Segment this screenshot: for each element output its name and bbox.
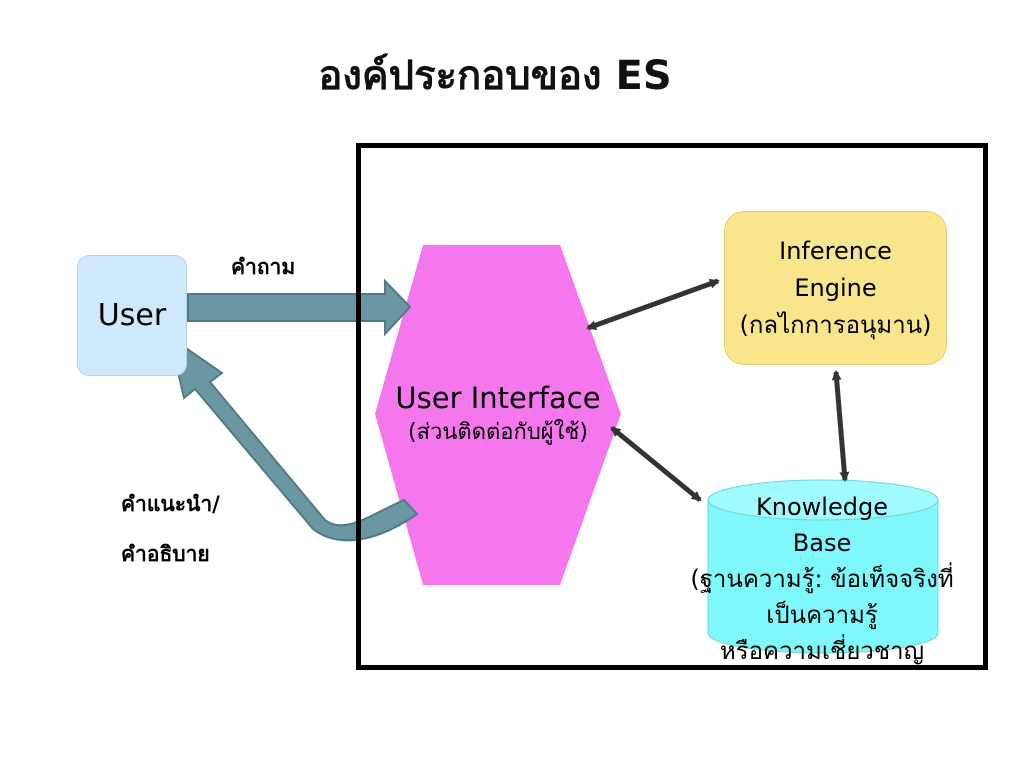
answer-label-line2: คำอธิบาย	[121, 541, 210, 566]
knowledge-base-line4: เป็นความรู้	[766, 601, 878, 629]
user-interface-title: User Interface	[395, 381, 601, 415]
answer-label-line1: คำแนะนำ/	[121, 491, 220, 516]
user-interface-hexagon	[375, 245, 621, 585]
answer-arrow	[168, 334, 419, 542]
question-label: คำถาม	[231, 254, 296, 279]
knowledge-base-label: Knowledge Base (ฐานความรู้: ข้อเท็จจริงท…	[662, 489, 982, 669]
ui-knowledge-connector	[610, 426, 702, 502]
user-box: User	[77, 255, 187, 376]
inference-engine-line1: Inference	[779, 236, 892, 265]
inference-engine-line2: Engine	[794, 273, 877, 302]
user-label: User	[97, 298, 167, 333]
knowledge-base-line1: Knowledge	[756, 493, 888, 521]
user-interface-label: User Interface (ส่วนติดต่อกับผู้ใช้)	[375, 378, 621, 448]
inference-engine-line3: (กลไกการอนุมาน)	[739, 310, 932, 339]
slide-title: องค์ประกอบของ ES	[318, 53, 672, 99]
inference-knowledge-connector	[831, 370, 850, 482]
inference-engine-box: Inference Engine (กลไกการอนุมาน)	[724, 211, 947, 365]
ui-inference-connector	[586, 278, 720, 331]
expert-system-frame	[356, 143, 988, 670]
user-interface-subtitle: (ส่วนติดต่อกับผู้ใช้)	[408, 420, 588, 445]
knowledge-base-cylinder	[707, 479, 939, 654]
knowledge-base-line2: Base	[792, 529, 852, 557]
question-arrow	[187, 278, 412, 337]
knowledge-base-line3: (ฐานความรู้: ข้อเท็จจริงที่	[690, 565, 954, 593]
knowledge-base-line5: หรือความเชี่ยวชาญ	[719, 637, 925, 665]
